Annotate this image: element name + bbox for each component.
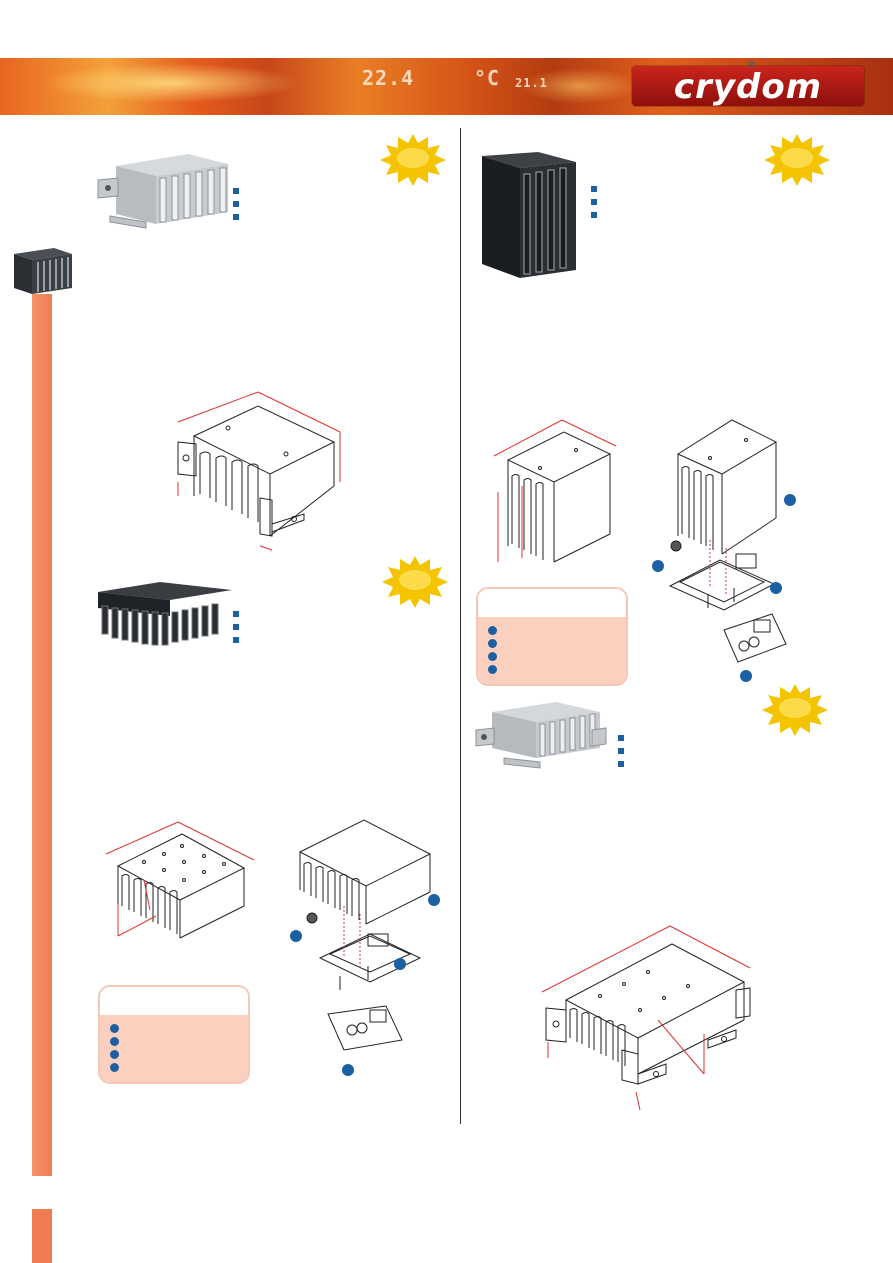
callout-dot — [428, 894, 440, 906]
dimension-drawing-heatsink-2 — [105, 821, 255, 939]
bullet-list — [233, 611, 239, 650]
dimension-drawing-heatsink-1 — [177, 391, 341, 551]
page-tab — [32, 1209, 52, 1263]
heatsink-thumbnail-icon — [14, 248, 72, 294]
callout-dot — [784, 494, 796, 506]
banner-glow — [520, 68, 640, 104]
callout-dot — [290, 930, 302, 942]
heatsink-photo-aluminum-wide — [475, 702, 607, 769]
column-divider — [460, 128, 461, 1124]
callout-dot — [394, 958, 406, 970]
new-starburst-badge — [762, 684, 828, 736]
accessory-legend-panel — [98, 985, 250, 1084]
accessory-legend-panel — [476, 587, 628, 686]
callout-dot — [342, 1064, 354, 1076]
brand-name: crydom — [673, 67, 823, 107]
new-starburst-badge — [380, 134, 446, 186]
new-starburst-badge — [382, 556, 448, 608]
unit-readout: °C — [474, 66, 501, 90]
dimension-drawing-heatsink-3 — [493, 419, 617, 563]
temperature-readout: 22.4 — [362, 66, 415, 90]
heatsink-photo-tall-black — [482, 152, 576, 278]
heatsink-photo-black — [98, 582, 232, 646]
bullet-list — [618, 735, 624, 774]
small-readout: 21.1 — [515, 76, 548, 90]
mounting-assembly-drawing-2 — [290, 819, 440, 1076]
callout-dot — [652, 560, 664, 572]
bullet-list — [591, 186, 597, 225]
banner-glow — [40, 63, 300, 103]
mounting-assembly-drawing-3 — [652, 419, 796, 682]
section-sidebar — [32, 294, 52, 1176]
new-starburst-badge — [764, 134, 830, 186]
dimension-drawing-heatsink-4 — [541, 925, 751, 1111]
crydom-logo[interactable]: crydom ® — [632, 60, 864, 107]
bullet-list — [233, 188, 239, 227]
heatsink-photo-aluminum — [97, 154, 228, 229]
callout-dot — [740, 670, 752, 682]
callout-dot — [770, 582, 782, 594]
registered-mark: ® — [746, 60, 758, 71]
